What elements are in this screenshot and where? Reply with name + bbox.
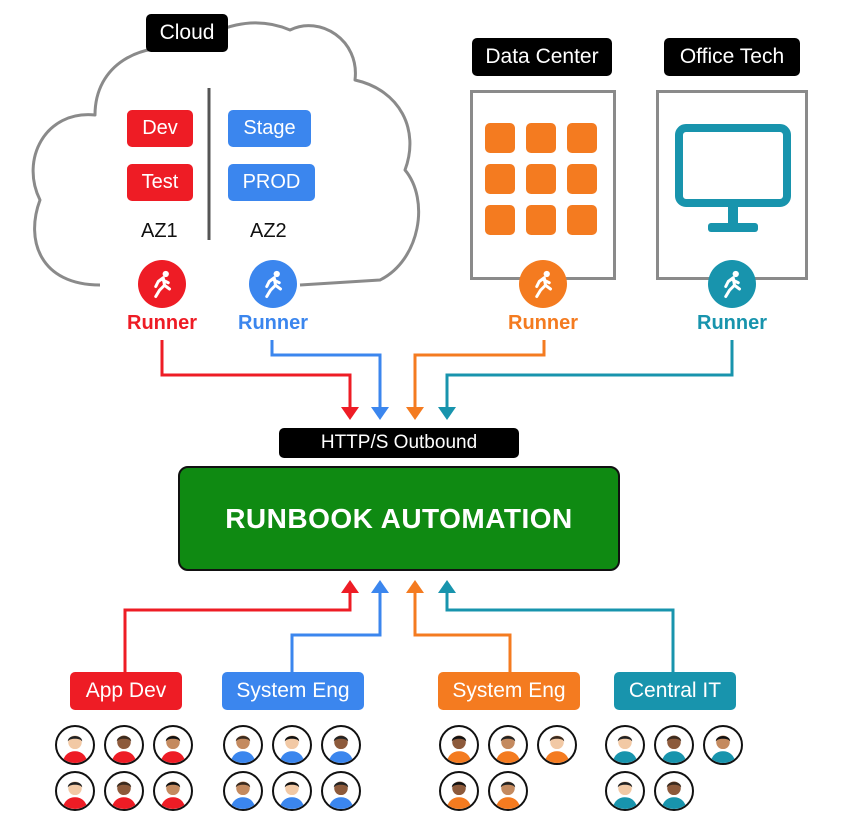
arrow-blue-top	[270, 340, 382, 410]
server-grid-icon	[485, 123, 597, 235]
avatar	[55, 725, 95, 765]
runner-icon	[519, 260, 567, 308]
avatar	[488, 771, 528, 811]
avatar	[654, 725, 694, 765]
arrow-blue-bottom	[290, 590, 382, 672]
team-central-it: Central IT	[614, 672, 736, 710]
avatar	[488, 725, 528, 765]
runbook-automation-box: RUNBOOK AUTOMATION	[178, 466, 620, 571]
arrow-red-top	[160, 340, 352, 410]
arrow-orange-top	[413, 340, 546, 410]
monitor-icon	[675, 124, 791, 232]
az1-label: AZ1	[141, 220, 178, 242]
team-system-eng-blue: System Eng	[222, 672, 364, 710]
runner-icon	[708, 260, 756, 308]
team-system-eng-orange: System Eng	[438, 672, 580, 710]
officetech-title: Office Tech	[664, 38, 800, 76]
arrow-teal-bottom	[445, 590, 675, 672]
runner-label-orange: Runner	[508, 312, 578, 334]
avatar	[153, 771, 193, 811]
env-stage: Stage	[228, 110, 311, 147]
avatar	[703, 725, 743, 765]
avatar	[55, 771, 95, 811]
avatar	[321, 771, 361, 811]
cloud-outline	[31, 21, 421, 287]
avatar	[104, 725, 144, 765]
avatar	[153, 725, 193, 765]
outbound-label: HTTP/S Outbound	[279, 428, 519, 458]
arrow-red-bottom	[123, 590, 352, 672]
team-app-dev: App Dev	[70, 672, 182, 710]
env-prod: PROD	[228, 164, 315, 201]
datacenter-panel	[470, 90, 616, 280]
env-test: Test	[127, 164, 193, 201]
avatar	[654, 771, 694, 811]
datacenter-title: Data Center	[472, 38, 612, 76]
avatar	[223, 771, 263, 811]
avatar	[537, 725, 577, 765]
cloud-title: Cloud	[146, 14, 228, 52]
officetech-panel	[656, 90, 808, 280]
avatar	[605, 725, 645, 765]
runner-label-blue: Runner	[238, 312, 308, 334]
runner-label-red: Runner	[127, 312, 197, 334]
avatar	[605, 771, 645, 811]
avatar	[272, 771, 312, 811]
avatar	[104, 771, 144, 811]
runner-label-teal: Runner	[697, 312, 767, 334]
arrow-teal-top	[445, 340, 734, 410]
arrow-orange-bottom	[413, 590, 512, 672]
az2-label: AZ2	[250, 220, 287, 242]
runner-icon	[249, 260, 297, 308]
avatar	[223, 725, 263, 765]
avatar	[321, 725, 361, 765]
runner-icon	[138, 260, 186, 308]
avatar	[272, 725, 312, 765]
avatar	[439, 771, 479, 811]
env-dev: Dev	[127, 110, 193, 147]
avatar	[439, 725, 479, 765]
